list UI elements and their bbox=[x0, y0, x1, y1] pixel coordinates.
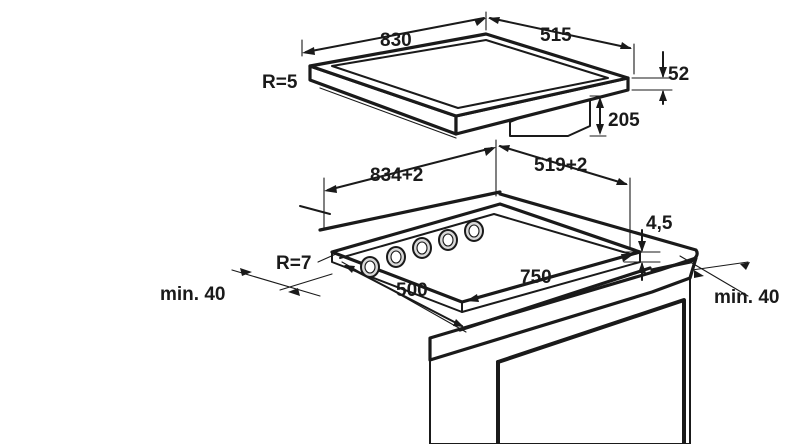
hob-width-label: 830 bbox=[380, 30, 412, 51]
knob-row bbox=[360, 220, 484, 278]
left-clearance-label: min. 40 bbox=[160, 284, 225, 305]
cutout-inner-width-label: 750 bbox=[520, 267, 552, 288]
worktop-drawing bbox=[299, 190, 699, 444]
cutout-dimension-lines bbox=[231, 139, 750, 333]
cutout-width-label: 834+2 bbox=[370, 165, 423, 186]
cutout-corner-radius-label: R=7 bbox=[276, 253, 311, 274]
cutout-depth-label: 519+2 bbox=[534, 155, 587, 176]
hob-depth-label: 515 bbox=[540, 25, 572, 46]
hob-drawing bbox=[308, 32, 630, 139]
hob-corner-radius-label: R=5 bbox=[262, 72, 298, 93]
cutout-inner-depth-label: 500 bbox=[396, 280, 428, 301]
hob-thickness-label: 52 bbox=[668, 64, 689, 85]
hob-dimension-lines bbox=[301, 11, 673, 137]
hob-below-depth-label: 205 bbox=[608, 110, 640, 131]
right-clearance-label: min. 40 bbox=[714, 287, 779, 308]
surface-offset-label: 4,5 bbox=[646, 213, 673, 234]
